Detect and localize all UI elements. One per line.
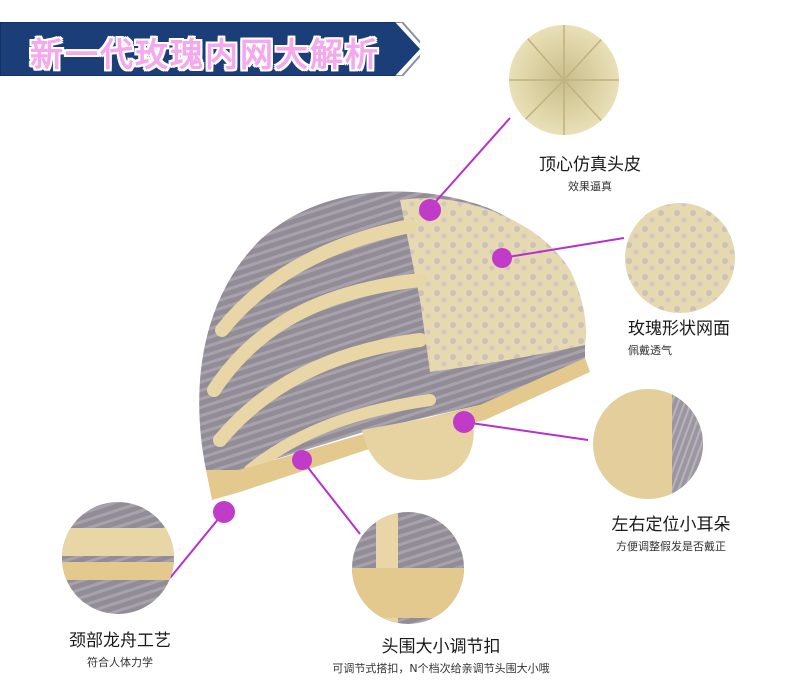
section-banner: 新一代玫瑰内网大解析 [0, 22, 420, 76]
feature-top-sub: 效果逼真 [568, 180, 612, 193]
feature-lace-sub: 佩戴透气 [628, 344, 672, 357]
feature-rose-lace: 玫瑰形状网面 佩戴透气 [628, 314, 730, 358]
banner-title: 新一代玫瑰内网大解析 [30, 35, 380, 74]
feature-adjust-buckle: 头围大小调节扣 可调节式搭扣，N个档次给亲调节头围大小哦 [296, 632, 586, 676]
feature-lace-title: 玫瑰形状网面 [628, 319, 730, 339]
wig-cap [199, 191, 590, 500]
feature-ear-title: 左右定位小耳朵 [611, 515, 731, 535]
feature-top-title: 顶心仿真头皮 [539, 155, 641, 175]
feature-neck-sub: 符合人体力学 [87, 656, 153, 669]
feature-neck: 颈部龙舟工艺 符合人体力学 [55, 626, 185, 670]
dot-neck [213, 501, 235, 523]
feature-adjust-title: 头围大小调节扣 [381, 637, 501, 657]
dot-adjust [292, 450, 312, 470]
detail-neck [62, 502, 174, 614]
banner-shape [0, 22, 420, 76]
dot-top [419, 199, 441, 221]
callout-dots [213, 199, 512, 523]
feature-neck-title: 颈部龙舟工艺 [69, 631, 171, 651]
feature-top-scalp: 顶心仿真头皮 效果逼真 [520, 150, 660, 194]
dot-lace [492, 248, 512, 268]
detail-rose-lace [625, 203, 735, 313]
feature-ear-sub: 方便调整假发是否戴正 [616, 540, 726, 553]
feature-adjust-sub: 可调节式搭扣，N个档次给亲调节头围大小哦 [332, 662, 550, 675]
detail-ear-tab [593, 389, 703, 499]
feature-ear-tab: 左右定位小耳朵 方便调整假发是否戴正 [596, 510, 746, 554]
detail-top-scalp [509, 25, 619, 135]
callout-lines [169, 117, 625, 579]
dot-ear [453, 411, 475, 433]
detail-adjust-buckle [352, 512, 464, 624]
